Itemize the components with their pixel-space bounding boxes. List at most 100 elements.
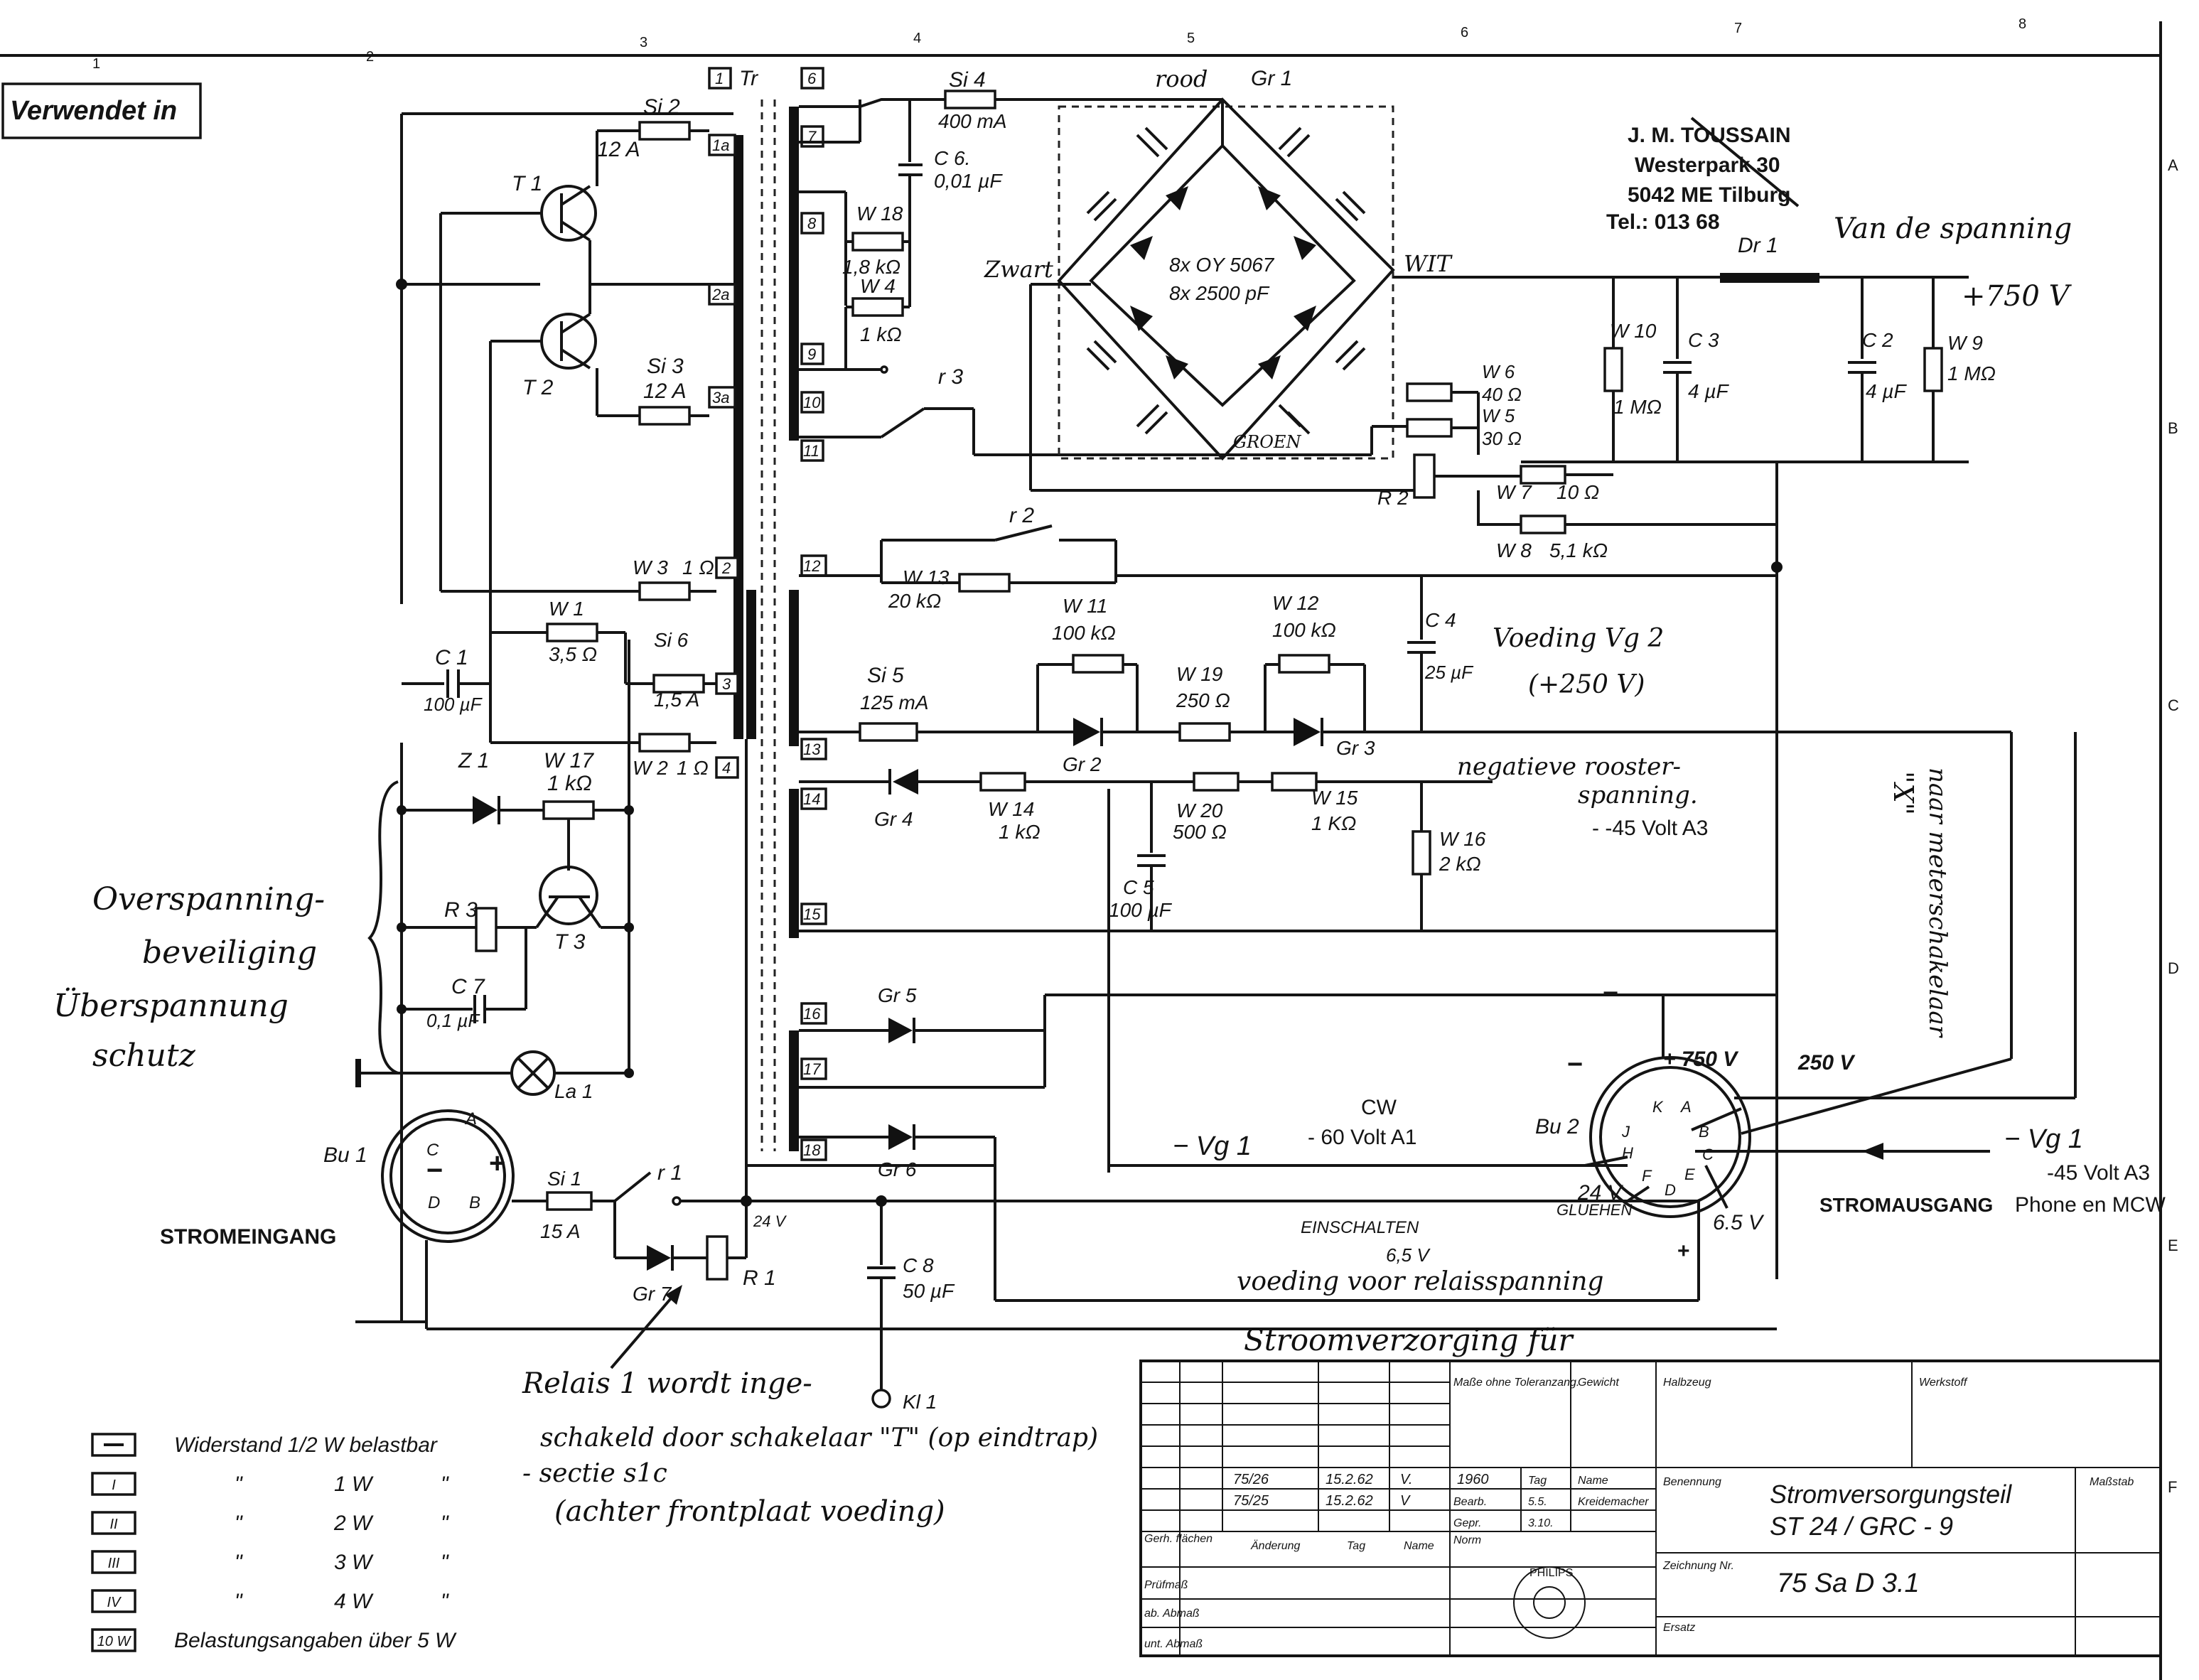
legend-symbol bbox=[91, 1511, 136, 1535]
fuse-si5 bbox=[859, 722, 918, 742]
note-stroomverzorging: Stroomverzorging für bbox=[1244, 1323, 1574, 1357]
tb-year: 1960 bbox=[1457, 1472, 1489, 1487]
w3-value: 1 Ω bbox=[682, 556, 714, 578]
tb-tag: Tag bbox=[1347, 1540, 1365, 1552]
fuse-si2 bbox=[638, 121, 691, 141]
fuse-si4 bbox=[944, 90, 996, 109]
tb-halbzeug: Halbzeug bbox=[1663, 1377, 1711, 1389]
w10-value: 1 MΩ bbox=[1613, 396, 1662, 418]
w6-value: 40 Ω bbox=[1482, 384, 1522, 405]
input-connector-bu1[interactable] bbox=[381, 1109, 515, 1243]
bu2-pin: H bbox=[1622, 1144, 1633, 1162]
relay-coil-r1 bbox=[706, 1235, 728, 1281]
note-wit: WIT bbox=[1404, 250, 1453, 277]
bu1-name: Bu 1 bbox=[323, 1143, 367, 1167]
note-ueberspannung-2: schutz bbox=[92, 1038, 196, 1074]
gr7-name: Gr 7 bbox=[633, 1283, 672, 1305]
relay-contact-r3 bbox=[880, 407, 925, 438]
legend-sym-text: IV bbox=[107, 1595, 122, 1610]
overvoltage-protection: Z 1 W 17 1 kΩ R 3 T 3 C 7 0,1 µF La 1 bbox=[355, 743, 629, 1322]
legend-text: 3 W bbox=[334, 1551, 374, 1574]
note-cw: CW bbox=[1361, 1096, 1397, 1119]
bu2-pin: D bbox=[1665, 1181, 1676, 1199]
bu2-pin: J bbox=[1621, 1123, 1630, 1141]
bu1-pin: C bbox=[426, 1141, 439, 1160]
w14-name: W 14 bbox=[988, 798, 1034, 820]
note-rood: rood bbox=[1155, 65, 1208, 92]
v65-label-b: 6,5 V bbox=[1386, 1244, 1431, 1266]
bu2-pin: K bbox=[1652, 1098, 1664, 1116]
side-letter: A bbox=[2168, 156, 2178, 174]
resistor-w7 bbox=[1520, 465, 1566, 485]
w13-value: 20 kΩ bbox=[888, 590, 941, 612]
c2-value: 4 µF bbox=[1866, 380, 1907, 402]
w2-value: 1 Ω bbox=[677, 757, 709, 779]
output-connector-bu2[interactable] bbox=[1589, 1056, 1751, 1218]
c2-name: C 2 bbox=[1862, 329, 1893, 351]
einschalten-label: EINSCHALTEN bbox=[1301, 1218, 1419, 1237]
r2-name: R 2 bbox=[1377, 487, 1409, 509]
w12-name: W 12 bbox=[1272, 592, 1319, 614]
gr2-name: Gr 2 bbox=[1063, 753, 1102, 775]
verwendet-in-label: Verwendet in bbox=[10, 96, 177, 126]
tb-norm: Norm bbox=[1453, 1534, 1481, 1546]
diode-gr2 bbox=[1073, 718, 1100, 746]
legend-symbol bbox=[91, 1472, 136, 1496]
stamp-seal bbox=[1513, 1566, 1586, 1639]
si3-value: 12 A bbox=[643, 379, 687, 403]
stromausgang-label: STROMAUSGANG bbox=[1819, 1194, 1993, 1216]
vg1-left-label: − Vg 1 bbox=[1173, 1131, 1252, 1161]
minus-sign: − bbox=[1567, 1050, 1583, 1079]
gr5-name: Gr 5 bbox=[878, 984, 917, 1006]
note-arrow bbox=[610, 1292, 677, 1369]
ruler-number: 4 bbox=[913, 31, 921, 46]
hv-secondary-section: Si 4 400 mA C 6. 0,01 µF W 18 1,8 kΩ W 4… bbox=[799, 68, 1372, 456]
note-minus60: - 60 Volt A1 bbox=[1308, 1126, 1416, 1149]
tb-gepr: Gepr. bbox=[1453, 1517, 1481, 1529]
legend-ditto: " bbox=[235, 1590, 243, 1613]
tb-unt-abmass: unt. Abmaß bbox=[1144, 1638, 1203, 1650]
tb-bearb-date: 5.5. bbox=[1528, 1496, 1547, 1508]
address-city: 5042 ME Tilburg bbox=[1628, 183, 1791, 207]
w2-name: W 2 bbox=[633, 757, 668, 779]
si1-value: 15 A bbox=[540, 1220, 581, 1242]
w11-name: W 11 bbox=[1063, 595, 1107, 617]
tb-zeichnung-nr: Zeichnung Nr. bbox=[1662, 1560, 1734, 1572]
pin-label: 17 bbox=[803, 1060, 821, 1078]
tb-massstab: Maßstab bbox=[2090, 1476, 2134, 1488]
r1-contact-label: r 1 bbox=[657, 1161, 682, 1185]
verwendet-in-box bbox=[1, 82, 202, 139]
tb-name: Name bbox=[1404, 1540, 1434, 1552]
resistor-w3 bbox=[638, 581, 691, 601]
gr1-name: Gr 1 bbox=[1251, 67, 1292, 90]
pin-label: 15 bbox=[803, 905, 821, 923]
pin-label: 13 bbox=[803, 741, 821, 758]
return-lines bbox=[355, 739, 1700, 1329]
ruler-number: 3 bbox=[640, 35, 647, 50]
tb-bearb: Bearb. bbox=[1453, 1496, 1487, 1508]
pin-label: 12 bbox=[803, 557, 820, 575]
ruler-number: 5 bbox=[1187, 31, 1195, 46]
note-neg-spanning: spanning. bbox=[1578, 781, 1698, 809]
legend-ditto: " bbox=[441, 1472, 449, 1496]
r2-contact-label: r 2 bbox=[1009, 504, 1034, 527]
resistor-w16 bbox=[1412, 830, 1431, 876]
c6-name: C 6. bbox=[934, 147, 970, 169]
c7-value: 0,1 µF bbox=[426, 1010, 480, 1031]
resistor-w6 bbox=[1406, 382, 1453, 402]
legend-ditto: " bbox=[441, 1512, 449, 1535]
pin-label: 14 bbox=[803, 790, 820, 808]
terminal-kl1[interactable] bbox=[871, 1389, 891, 1409]
filament-rectifier-section: Gr 5 Gr 6 bbox=[799, 789, 1777, 1302]
legend-sym-text: III bbox=[108, 1556, 120, 1571]
resistor-w1 bbox=[546, 623, 598, 642]
note-neg-rooster: negatieve rooster- bbox=[1457, 753, 1681, 781]
si4-name: Si 4 bbox=[949, 68, 986, 92]
address-stamp: J. M. TOUSSAIN Westerpark 30 5042 ME Til… bbox=[1606, 117, 1800, 234]
transistor-t3 bbox=[539, 866, 598, 925]
legend-sym-text: I bbox=[112, 1477, 116, 1493]
legend-symbol bbox=[91, 1550, 136, 1574]
transistor-t1 bbox=[540, 185, 597, 242]
c3-name: C 3 bbox=[1688, 329, 1719, 351]
address-street: Westerpark 30 bbox=[1635, 154, 1780, 177]
